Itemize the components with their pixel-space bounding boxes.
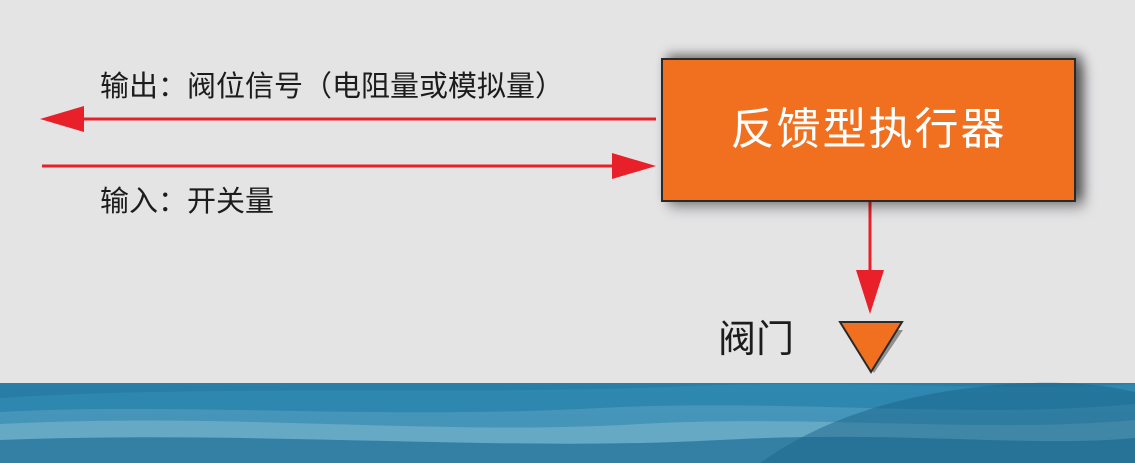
input-signal-label: 输入：开关量 [100,184,275,218]
output-arrow [40,106,656,132]
wave-decoration [0,382,1135,463]
valve-control-arrow [856,202,884,314]
valve-symbol [838,321,904,374]
input-arrow [42,153,656,179]
valve-label: 阀门 [718,317,795,361]
output-signal-label: 输出：阀位信号（电阻量或模拟量） [100,69,565,103]
feedback-actuator-box: 反馈型执行器 [661,58,1076,202]
actuator-title: 反馈型执行器 [730,104,1007,155]
